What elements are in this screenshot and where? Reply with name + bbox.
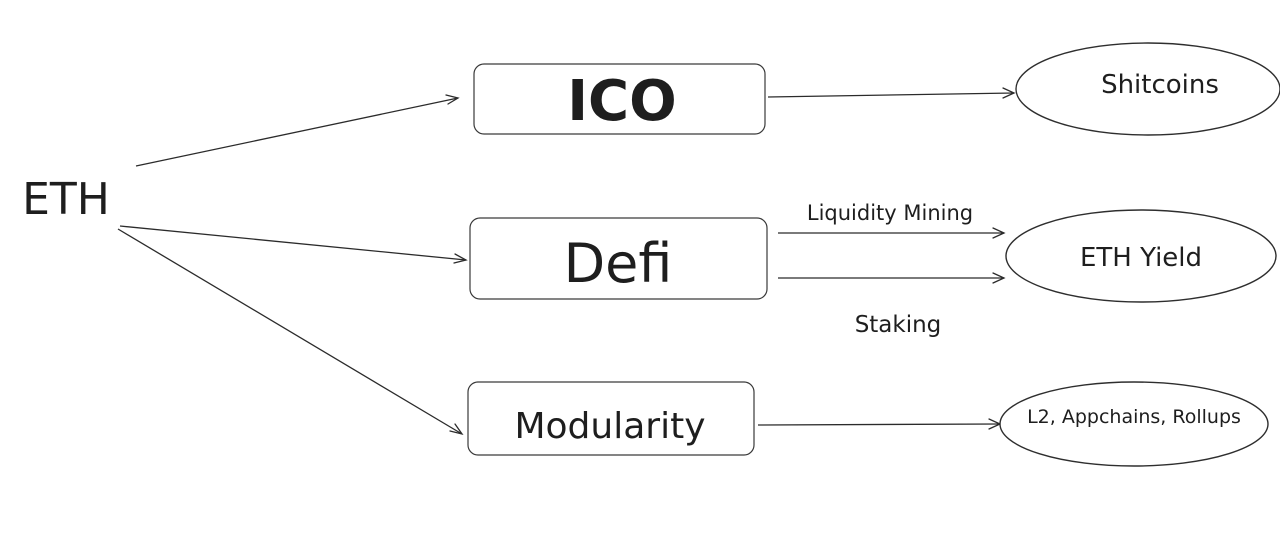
box-modularity: Modularity [467,381,755,456]
ellipse-l2-label: L2, Appchains, Rollups [1027,406,1241,428]
arrowhead-ico [445,94,460,105]
box-defi-label: Defi [564,232,673,295]
root-label-eth: ETH [22,174,110,225]
box-ico-shape [473,63,766,135]
arrowhead-yield-staking [992,272,1006,284]
edge-eth-to-modularity [117,228,463,435]
ellipse-shitcoins-shape [1015,42,1280,136]
box-ico: ICO [473,63,766,135]
box-modularity-label: Modularity [514,406,705,447]
box-modularity-shape [467,381,755,456]
ellipse-l2: L2, Appchains, Rollups [999,381,1269,467]
arrowhead-modularity [449,423,464,436]
ellipse-eth-yield-label: ETH Yield [1080,243,1202,273]
box-defi: Defi [469,217,768,300]
ellipse-shitcoins-label: Shitcoins [1101,70,1219,100]
edge-label-liquidity-mining: Liquidity Mining [807,201,973,225]
edge-eth-to-ico [135,97,459,167]
edge-modularity-to-l2 [757,423,1001,426]
arrowhead-yield-liquidity [992,227,1006,239]
ellipse-eth-yield: ETH Yield [1005,209,1277,303]
edge-label-staking: Staking [855,312,942,338]
box-ico-label: ICO [567,69,677,134]
ellipse-l2-shape [999,381,1269,467]
edges [117,87,1016,436]
ellipse-eth-yield-shape [1005,209,1277,303]
ellipse-shitcoins: Shitcoins [1015,42,1280,136]
arrowhead-defi [453,253,468,264]
box-defi-shape [469,217,768,300]
arrowhead-shitcoins [1002,87,1016,99]
edge-eth-to-defi [119,225,467,261]
edge-ico-to-shitcoins [767,92,1015,98]
